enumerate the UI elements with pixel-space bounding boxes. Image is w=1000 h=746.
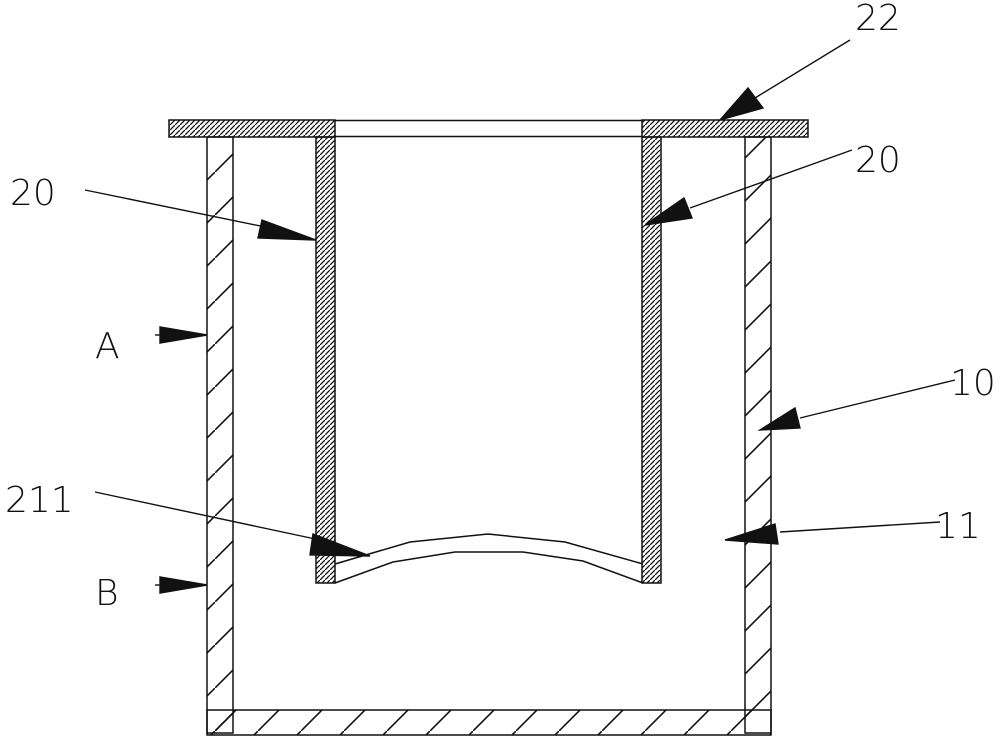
- outer-wall-left: [206, 136, 234, 734]
- label-22: 22: [855, 0, 901, 39]
- outer-bottom: [206, 709, 772, 736]
- label-211: 211: [5, 480, 74, 521]
- inner-tube: [168, 119, 809, 584]
- flange-left: [168, 119, 336, 138]
- label-b: B: [95, 573, 119, 614]
- label-10: 10: [950, 363, 996, 404]
- inner-wall-left: [315, 136, 336, 584]
- inner-wall-right: [641, 136, 662, 584]
- label-20-left: 20: [10, 173, 56, 214]
- membrane: [334, 533, 644, 584]
- label-20-right: 20: [855, 140, 901, 181]
- outer-container: [206, 136, 772, 736]
- label-a: A: [95, 326, 120, 367]
- flange-right: [641, 119, 809, 138]
- leaders: [84, 39, 956, 594]
- label-11: 11: [935, 506, 981, 547]
- outer-wall-right: [744, 136, 772, 734]
